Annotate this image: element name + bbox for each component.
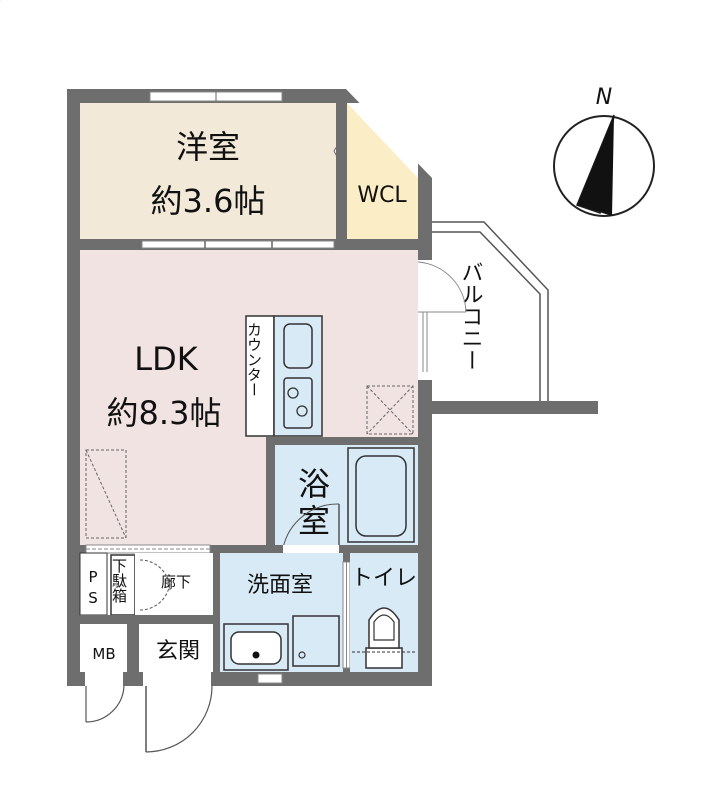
wall-western-wcl bbox=[336, 103, 347, 239]
storage-space bbox=[85, 449, 127, 539]
compass: N bbox=[553, 85, 655, 217]
wall-ldk-bath-top bbox=[266, 437, 418, 445]
hallway-label: 廊下 bbox=[161, 573, 191, 591]
balcony-inner-rail bbox=[432, 231, 541, 403]
entrance-label: 玄関 bbox=[156, 639, 200, 664]
stove-icon bbox=[283, 377, 313, 429]
western-room-size: 約3.6帖 bbox=[151, 182, 266, 220]
stove-burner-icon bbox=[296, 405, 308, 417]
balcony: バルコニー bbox=[430, 221, 598, 414]
ps-label-p: P bbox=[88, 568, 97, 586]
wcl-room bbox=[347, 103, 418, 239]
wall-bath-wash bbox=[275, 545, 418, 553]
stove-burner-icon bbox=[287, 387, 299, 399]
wall-mb-entrance bbox=[127, 624, 139, 672]
compass-needle-dark bbox=[577, 115, 614, 216]
bathtub-inner bbox=[355, 455, 407, 537]
hallway bbox=[135, 553, 213, 615]
sliding-door-western bbox=[141, 240, 335, 249]
fridge-space-cross bbox=[366, 385, 414, 435]
balcony-outer-rail bbox=[432, 221, 549, 403]
entrance-door-opening bbox=[143, 672, 211, 686]
balcony-door-opening bbox=[418, 260, 432, 380]
balcony-label: バルコニー bbox=[458, 261, 483, 371]
washing-machine-drain-icon bbox=[298, 651, 306, 659]
counter bbox=[245, 315, 275, 437]
washroom-label: 洗面室 bbox=[247, 573, 313, 598]
mb-door-opening bbox=[85, 672, 123, 686]
western-room-name: 洋室 bbox=[176, 128, 240, 166]
balcony-slab-edge bbox=[430, 401, 598, 414]
compass-north-label: N bbox=[596, 85, 612, 110]
bath-door-opening bbox=[283, 545, 339, 553]
ps-label-bound: PS bbox=[0, 0, 2, 1]
balcony-door-swing bbox=[417, 261, 467, 313]
bath-door-swing bbox=[282, 503, 340, 549]
counter-label: カウンター bbox=[245, 322, 263, 397]
mb-label: MB bbox=[92, 645, 115, 663]
shoe-box bbox=[110, 554, 136, 616]
ldk-size: 約8.3帖 bbox=[107, 394, 222, 432]
shoe-box-label: 下駄箱 bbox=[110, 558, 128, 603]
toilet-seat-icon bbox=[373, 614, 395, 641]
toilet-tank bbox=[365, 647, 403, 669]
bath-label-1: 浴 bbox=[298, 465, 330, 503]
washbasin-drain-icon bbox=[252, 651, 260, 659]
sink-icon bbox=[283, 323, 313, 369]
wcl-label: WCL bbox=[357, 183, 407, 208]
storage-space-cross bbox=[85, 449, 127, 539]
entrance bbox=[139, 624, 213, 672]
fridge-space-cross bbox=[366, 385, 414, 435]
ps-label-s: S bbox=[88, 589, 98, 607]
bath-label-bound: 浴室 bbox=[0, 0, 2, 1]
washing-machine-space bbox=[292, 615, 340, 667]
ldk-name: LDK bbox=[134, 340, 198, 378]
western-room bbox=[80, 103, 336, 239]
wall-ldk-bath-side bbox=[266, 437, 275, 551]
hallway-door-swing bbox=[139, 579, 171, 611]
bath-label-2: 室 bbox=[298, 502, 330, 540]
entrance-door-swing bbox=[145, 685, 213, 753]
toilet-label: トイレ bbox=[351, 566, 417, 591]
wall-ps-row bbox=[80, 615, 213, 624]
wall-corridor-wash bbox=[213, 553, 220, 672]
washbasin-bowl bbox=[230, 631, 282, 665]
mb-room bbox=[80, 624, 127, 672]
fridge-space bbox=[366, 385, 414, 435]
mb-door-swing bbox=[85, 685, 125, 723]
window-bottom bbox=[257, 673, 283, 684]
